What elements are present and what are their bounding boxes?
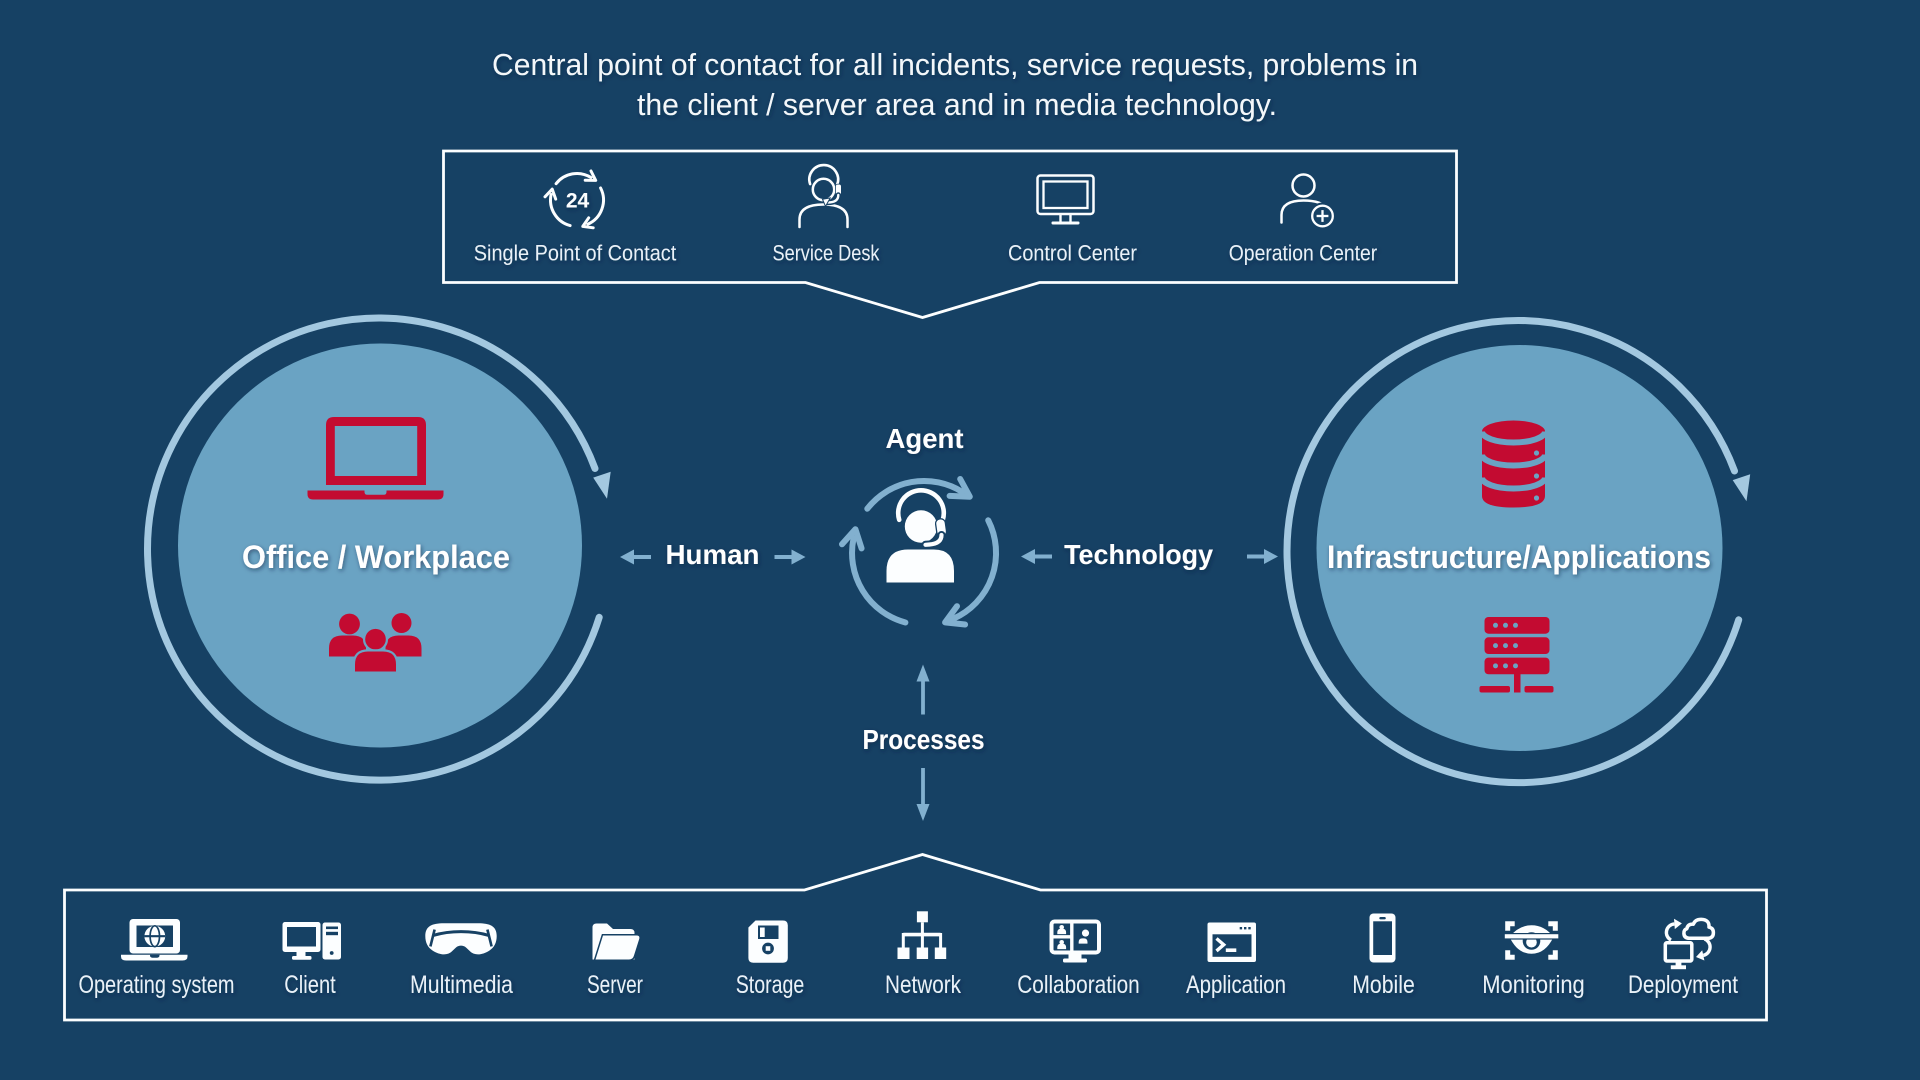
svg-text:Agent: Agent bbox=[886, 423, 964, 454]
svg-text:Network: Network bbox=[885, 971, 961, 999]
svg-text:Server: Server bbox=[587, 971, 643, 999]
svg-text:Infrastructure/Applications: Infrastructure/Applications bbox=[1327, 539, 1711, 575]
svg-text:Operating system: Operating system bbox=[79, 971, 235, 999]
svg-text:Collaboration: Collaboration bbox=[1017, 971, 1140, 999]
svg-text:Office / Workplace: Office / Workplace bbox=[242, 539, 510, 575]
svg-text:24: 24 bbox=[566, 190, 590, 213]
svg-text:Human: Human bbox=[666, 539, 760, 570]
svg-text:Application: Application bbox=[1186, 971, 1286, 999]
svg-text:Single Point of Contact: Single Point of Contact bbox=[474, 241, 677, 266]
svg-text:Monitoring: Monitoring bbox=[1482, 971, 1585, 999]
svg-text:Client: Client bbox=[284, 971, 336, 999]
svg-text:Mobile: Mobile bbox=[1352, 971, 1415, 999]
svg-text:Operation Center: Operation Center bbox=[1229, 241, 1378, 266]
svg-text:Processes: Processes bbox=[863, 724, 985, 755]
svg-text:Multimedia: Multimedia bbox=[410, 971, 513, 999]
svg-text:Service Desk: Service Desk bbox=[773, 241, 881, 266]
svg-text:Central point of contact for a: Central point of contact for all inciden… bbox=[492, 47, 1418, 82]
svg-text:Storage: Storage bbox=[736, 971, 805, 999]
svg-text:Technology: Technology bbox=[1064, 539, 1213, 570]
svg-text:Deployment: Deployment bbox=[1628, 971, 1738, 999]
svg-text:the client / server area and i: the client / server area and in media te… bbox=[637, 87, 1277, 122]
svg-text:Control Center: Control Center bbox=[1008, 241, 1137, 266]
